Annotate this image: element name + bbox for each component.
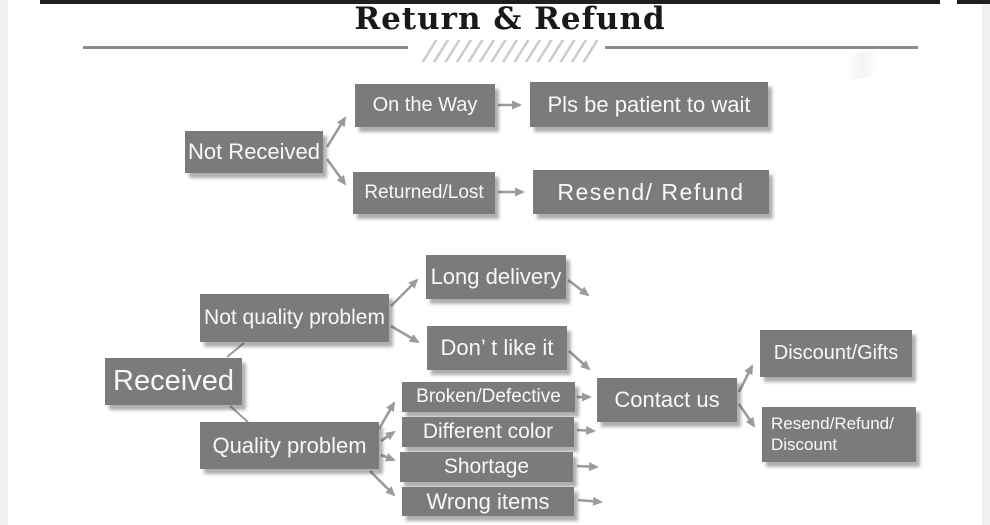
page-title: Return & Refund <box>354 1 666 37</box>
node-returned-lost: Returned/Lost <box>353 172 495 214</box>
node-discount-gifts: Discount/Gifts <box>760 330 912 377</box>
page-edge-left <box>0 0 8 525</box>
node-dont-like-it: Don’ t like it <box>427 326 567 370</box>
node-resend-refund: Resend/ Refund <box>533 170 769 214</box>
node-shortage: Shortage <box>400 452 573 482</box>
node-broken-defective: Broken/Defective <box>402 382 575 412</box>
node-different-color: Different color <box>402 417 574 447</box>
top-border-bar-corner <box>957 0 990 4</box>
hatch-marks-decoration <box>421 40 607 62</box>
top-border-bar <box>40 0 940 4</box>
node-quality-problem: Quality problem <box>200 422 379 469</box>
title-divider-right <box>605 46 918 49</box>
node-pls-be-patient: Pls be patient to wait <box>530 82 768 127</box>
node-long-delivery: Long delivery <box>426 255 566 299</box>
node-received: Received <box>105 358 242 405</box>
node-not-quality-problem: Not quality problem <box>200 294 389 342</box>
page-edge-right <box>982 0 990 525</box>
title-divider-left <box>83 46 408 49</box>
node-wrong-items: Wrong items <box>402 487 574 516</box>
node-resend-refund-discount: Resend/Refund/ Discount <box>762 407 916 462</box>
node-not-received: Not Received <box>185 131 323 173</box>
node-on-the-way: On the Way <box>355 84 495 127</box>
node-contact-us: Contact us <box>597 378 737 422</box>
